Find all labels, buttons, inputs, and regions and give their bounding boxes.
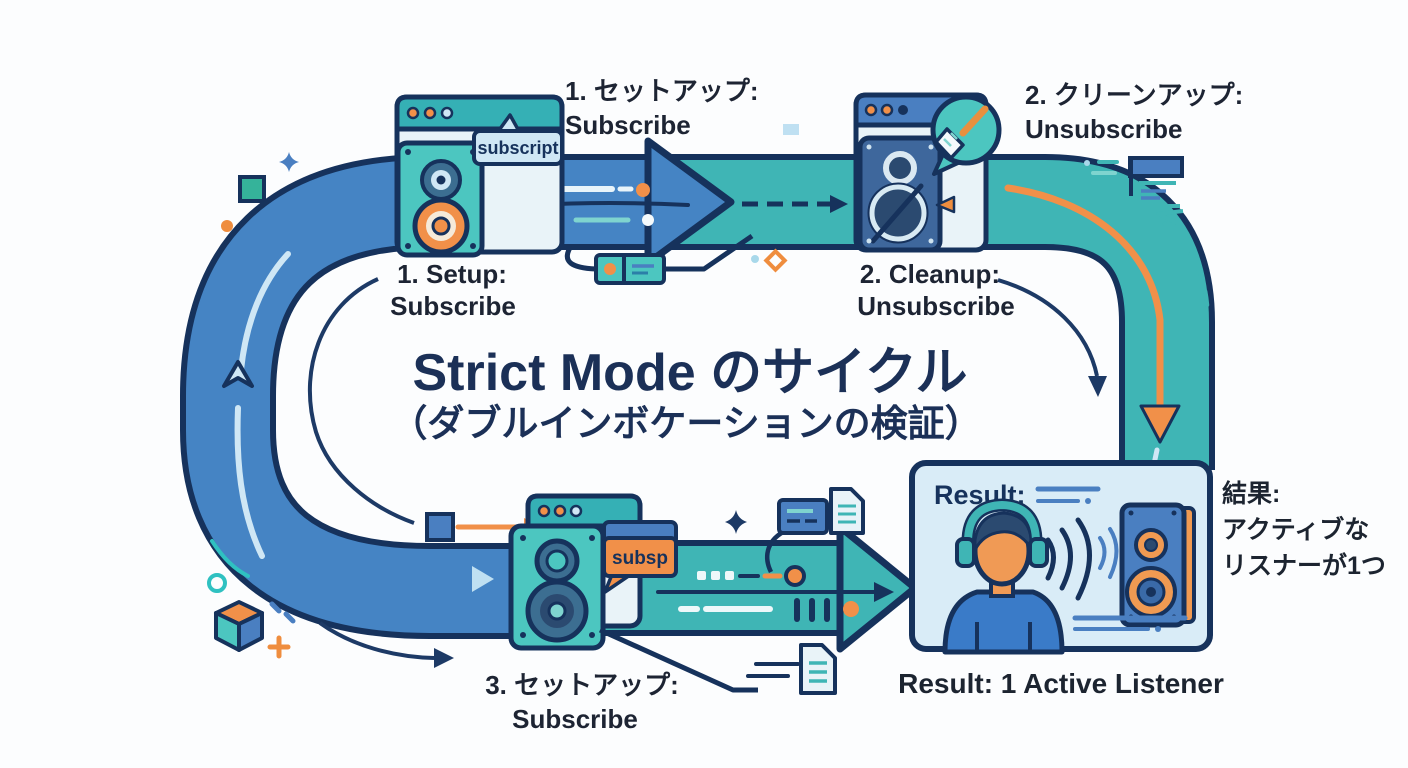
dot-icon (751, 255, 759, 263)
cursor-arrow-icon (935, 195, 956, 214)
result-caption: Result: 1 Active Listener (898, 668, 1224, 699)
step2-jp-label-line2: Unsubscribe (1025, 114, 1183, 144)
event-square-icon (425, 512, 455, 542)
sparkle-icon (725, 510, 747, 534)
document-icon-top (829, 487, 865, 535)
left-band-up-arrow (222, 251, 291, 559)
step2-muted-speaker-icon (857, 135, 943, 253)
step3-jp-label-line1: 3. セットアップ: (485, 670, 679, 700)
plus-icon (267, 635, 291, 659)
step1-jp-label-line2: Subscribe (565, 110, 691, 140)
step2-en-label-line2: Unsubscribe (857, 291, 1015, 321)
window-header (394, 94, 565, 132)
square-icon (238, 175, 266, 203)
step3-speech-bubble-icon: subsp (602, 520, 678, 594)
dot-icon (221, 220, 233, 232)
diamond-icon (763, 248, 788, 273)
inner-cycle-arc-right (997, 278, 1107, 397)
bubble-label: subscript (477, 138, 558, 158)
result-jp-label-line2: アクティブな (1222, 515, 1369, 544)
bubble-label: subsp (612, 548, 668, 569)
step1-jp-label-line1: 1. セットアップ: (565, 76, 759, 106)
result-speaker-icon (1119, 502, 1196, 628)
diagram-title-line2: （ダブルインボケーションの検証） (390, 402, 981, 444)
sound-waves-icon (1045, 517, 1119, 601)
teal-band-dashed-arrow (742, 195, 848, 213)
subscription-wire-device (564, 233, 754, 285)
dashes-icon (269, 601, 296, 624)
step2-cleanup-brush-bubble-icon (930, 94, 1002, 176)
step1-en-label-line2: Subscribe (390, 291, 516, 321)
result-jp-label-line3: リスナーが1つ (1222, 551, 1386, 580)
step2-en-label-line1: 2. Cleanup: (860, 259, 1000, 289)
brush-handle (959, 105, 989, 137)
cube-icon (214, 600, 264, 652)
square-icon (783, 124, 799, 135)
bottom-band-marks (472, 565, 894, 622)
step3-speaker-icon (508, 523, 606, 651)
step1-en-label-line1: 1. Setup: (397, 259, 507, 289)
step1-speech-bubble-icon: subscript (472, 113, 564, 166)
circle-icon (207, 573, 227, 593)
sparkle-icon (279, 152, 299, 172)
mute-slash (870, 183, 924, 244)
event-card-icon (764, 498, 829, 574)
decor-sparkles (207, 124, 799, 659)
diagram-title-line1: Strict Mode のサイクル (413, 344, 968, 402)
result-jp-label-line1: 結果: (1222, 479, 1280, 508)
loop-band-blue (180, 154, 652, 639)
result-box: Result: (909, 460, 1213, 655)
document-icon-bottom (598, 627, 837, 695)
step2-jp-label-line1: 2. クリーンアップ: (1025, 80, 1243, 110)
step3-jp-label-line2: Subscribe (512, 704, 638, 734)
window-header (525, 493, 643, 529)
step1-speaker-icon (395, 140, 485, 258)
document-icon-right (1084, 156, 1210, 308)
inner-cycle-arc-bottom (318, 621, 454, 668)
listener-headphones-icon (942, 498, 1065, 655)
